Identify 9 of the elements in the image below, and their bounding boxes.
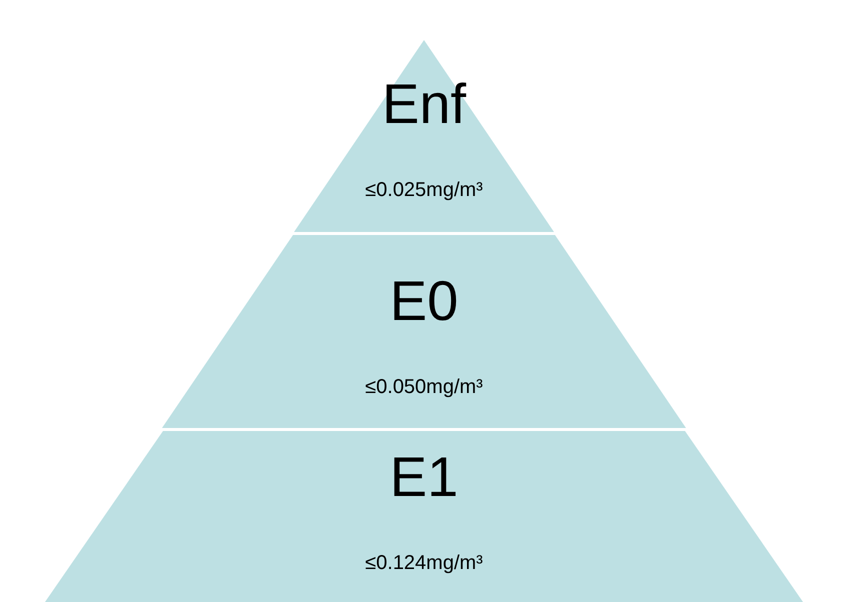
- pyramid-tier: [162, 235, 686, 428]
- emission-limit: ≤0.025mg/m³: [365, 180, 483, 200]
- emission-limit: ≤0.124mg/m³: [365, 553, 483, 573]
- tier-heading: Enf: [382, 76, 466, 132]
- tier-heading: E0: [390, 273, 458, 329]
- emission-limit: ≤0.050mg/m³: [365, 377, 483, 397]
- tier-heading: E1: [390, 449, 458, 505]
- pyramid-tier: [45, 431, 803, 602]
- pyramid-tier: [294, 40, 554, 232]
